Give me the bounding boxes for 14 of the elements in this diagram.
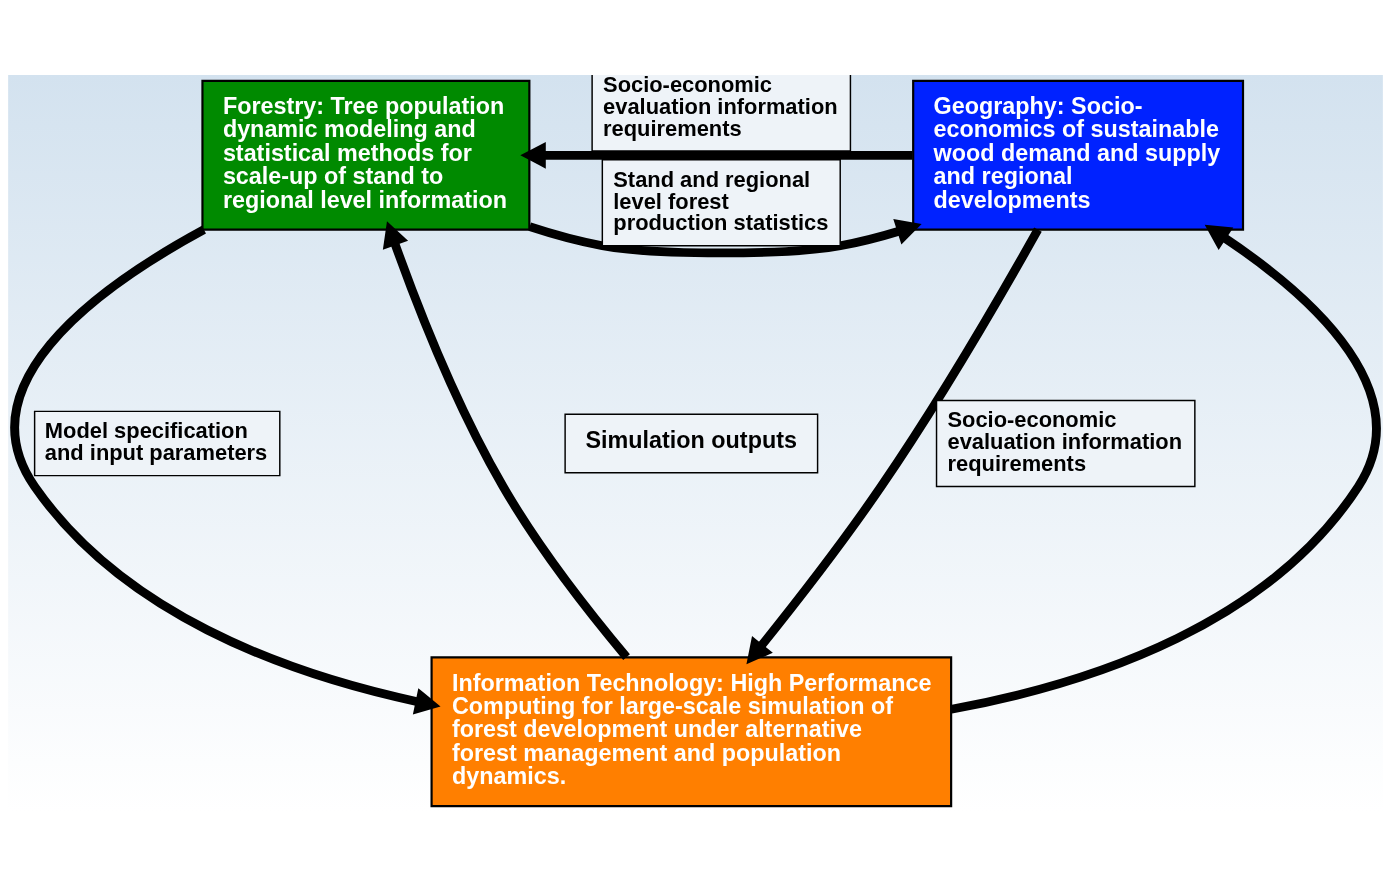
arrow [10,225,441,715]
arrow [520,141,913,169]
arrow [382,221,630,660]
arrow [950,224,1381,714]
node-box: Geography: Socio-economics of sustainable wood demand and supply and regional developments [912,79,1245,231]
edge-label: Model specification and input parameters [44,417,268,465]
label: Simulation outputs [585,426,797,453]
node-box: Forestry: Tree population dynamic modeling and statistical methods for scale-up of stand to regional level information [201,79,531,231]
edge-label: Stand and regional level forest production statistics [613,166,829,236]
edge-label: Socio-economic evaluation information requirements [603,71,838,141]
node-box: Information Technology: High Performance Computing for large-scale simulation of forest development under alternative forest management and population dynamics. [430,656,953,808]
edge-label: Socio-economic evaluation information requirements [947,407,1183,477]
arrow [746,227,1042,665]
arrow [528,219,922,258]
